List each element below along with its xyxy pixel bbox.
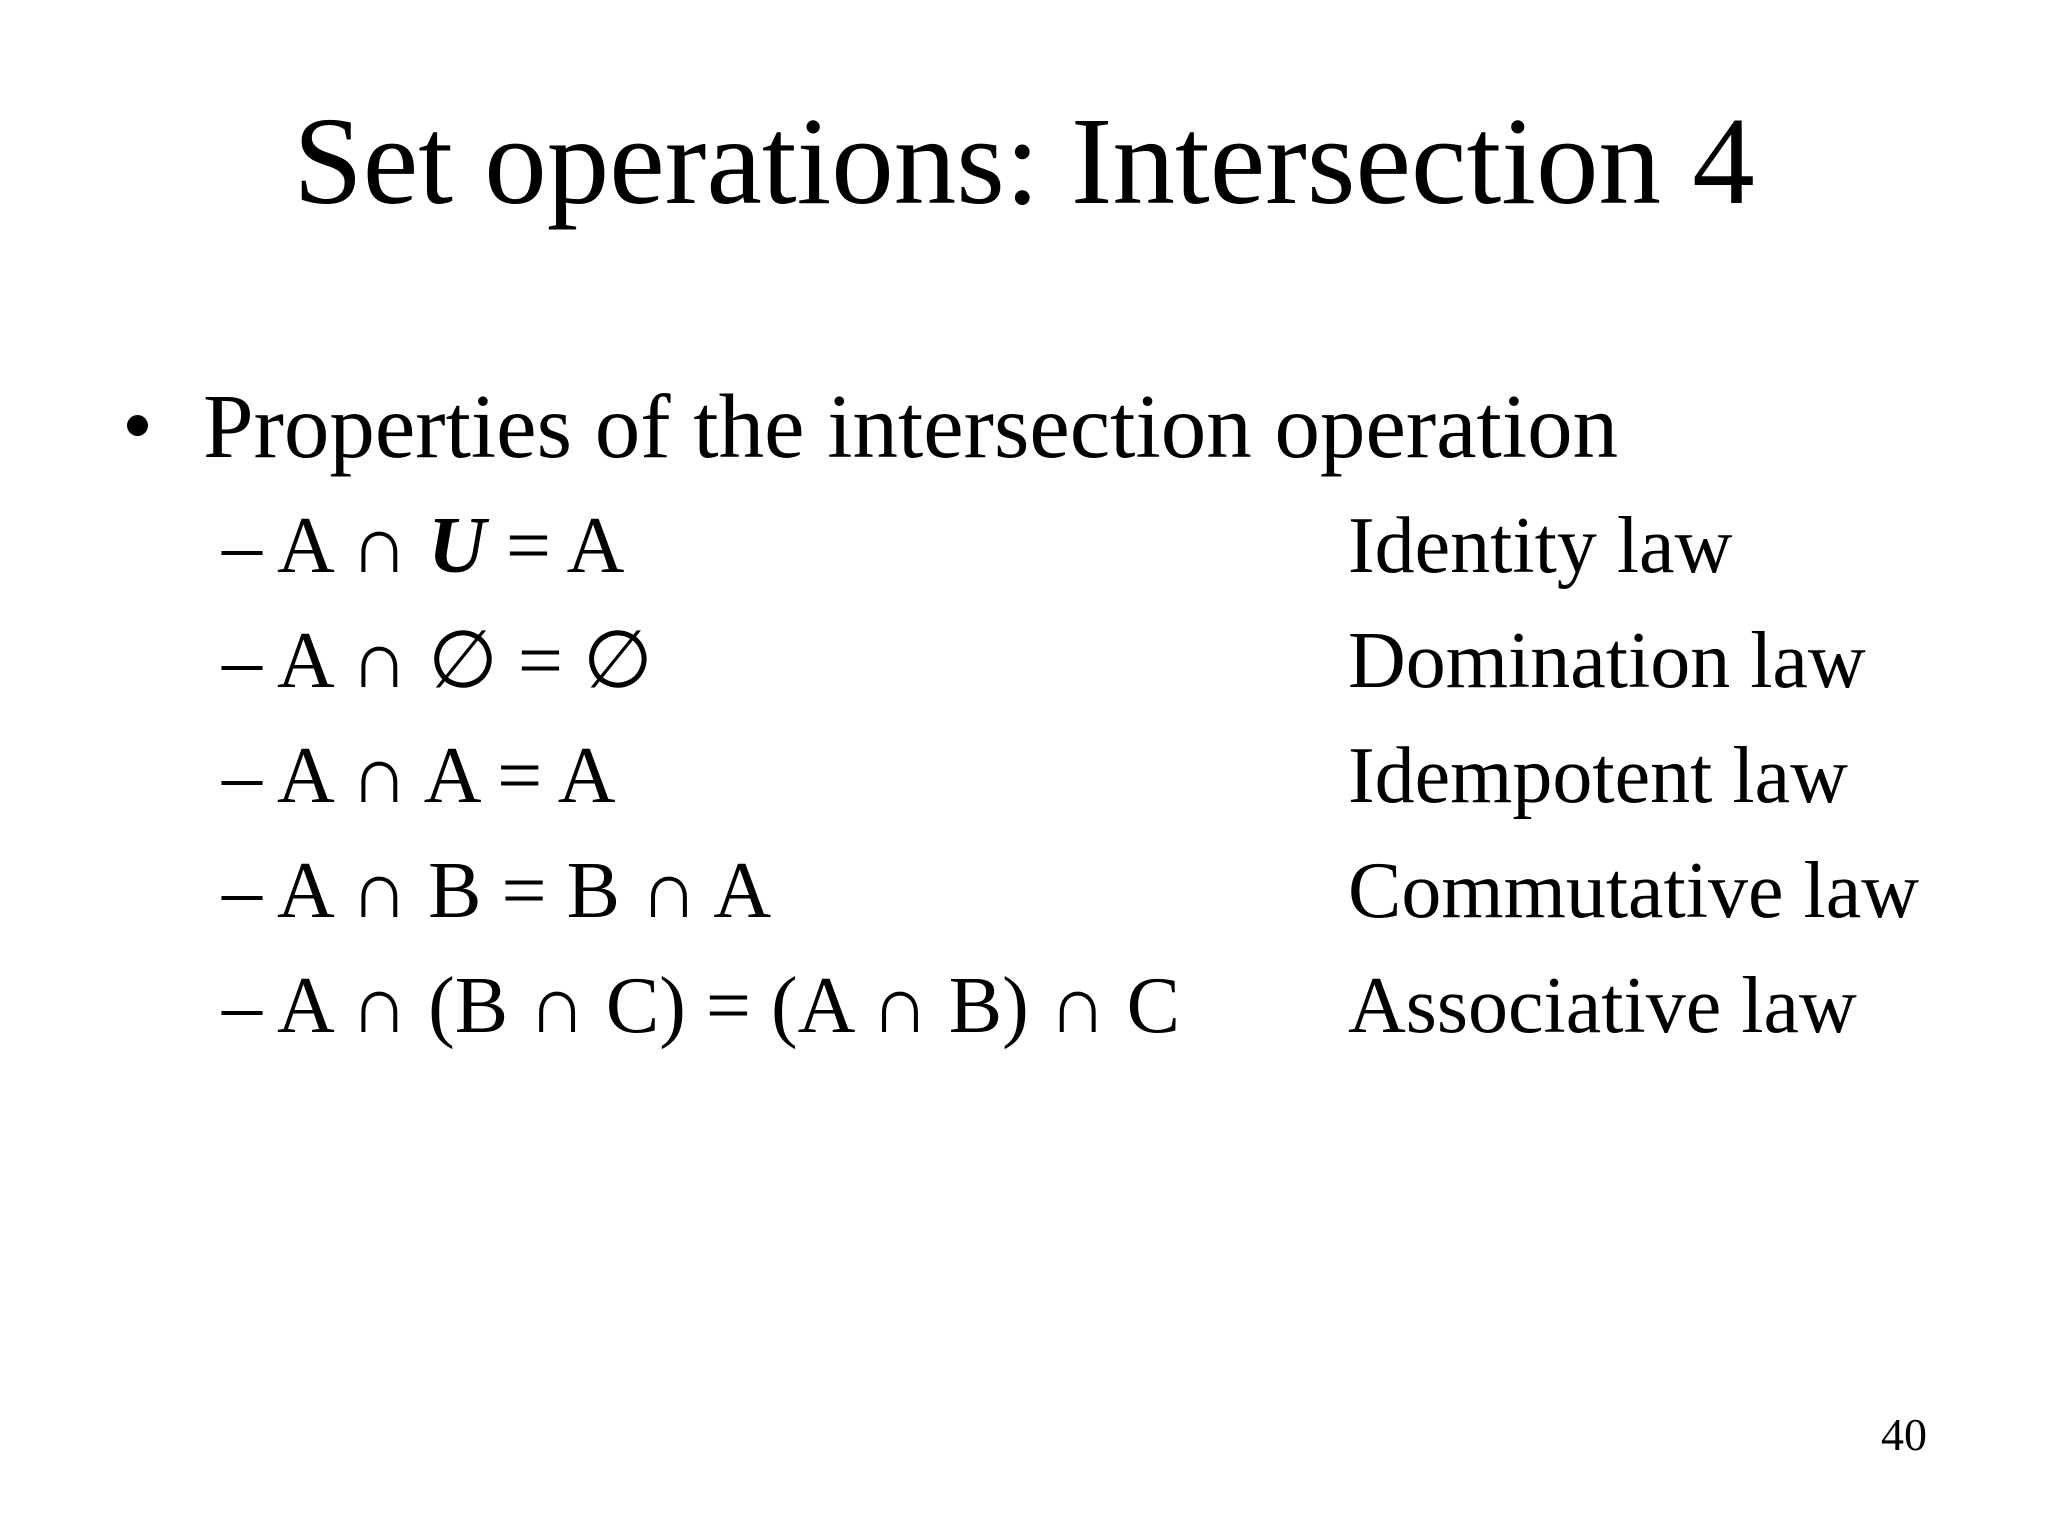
law-label: Identity law xyxy=(1348,502,1733,590)
law-label: Commutative law xyxy=(1348,847,1920,935)
formula-text: A ∩ ∅ = ∅ xyxy=(277,617,653,705)
property-row: –A ∩ ∅ = ∅Domination law xyxy=(0,621,2048,736)
dash-bullet: – xyxy=(222,962,262,1050)
formula-text: A ∩ B = B ∩ A xyxy=(277,847,772,935)
slide-title: Set operations: Intersection 4 xyxy=(293,93,1755,231)
formula: A ∩ U = A xyxy=(277,506,624,586)
formula: A ∩ (B ∩ C) = (A ∩ B) ∩ C xyxy=(277,966,1180,1046)
formula-text: A ∩ A = A xyxy=(277,732,616,820)
dash-bullet: – xyxy=(222,847,262,935)
formula: A ∩ ∅ = ∅ xyxy=(277,621,653,701)
law-label: Domination law xyxy=(1348,617,1866,705)
universal-set-symbol: U xyxy=(428,502,486,590)
bullet-icon xyxy=(127,415,148,436)
dash-bullet: – xyxy=(222,617,262,705)
dash-bullet: – xyxy=(222,732,262,820)
formula: A ∩ B = B ∩ A xyxy=(277,851,771,931)
formula-text: = A xyxy=(485,502,625,590)
law-label: Idempotent law xyxy=(1348,732,1848,820)
bullet-item-text: Properties of the intersection operation xyxy=(203,376,1619,477)
formula: A ∩ A = A xyxy=(277,736,616,816)
dash-bullet: – xyxy=(222,502,262,590)
formula-text: A ∩ xyxy=(277,502,429,590)
law-label: Associative law xyxy=(1348,962,1857,1050)
page-number: 40 xyxy=(1881,1409,1927,1460)
formula-text: A ∩ (B ∩ C) = (A ∩ B) ∩ C xyxy=(277,962,1180,1050)
